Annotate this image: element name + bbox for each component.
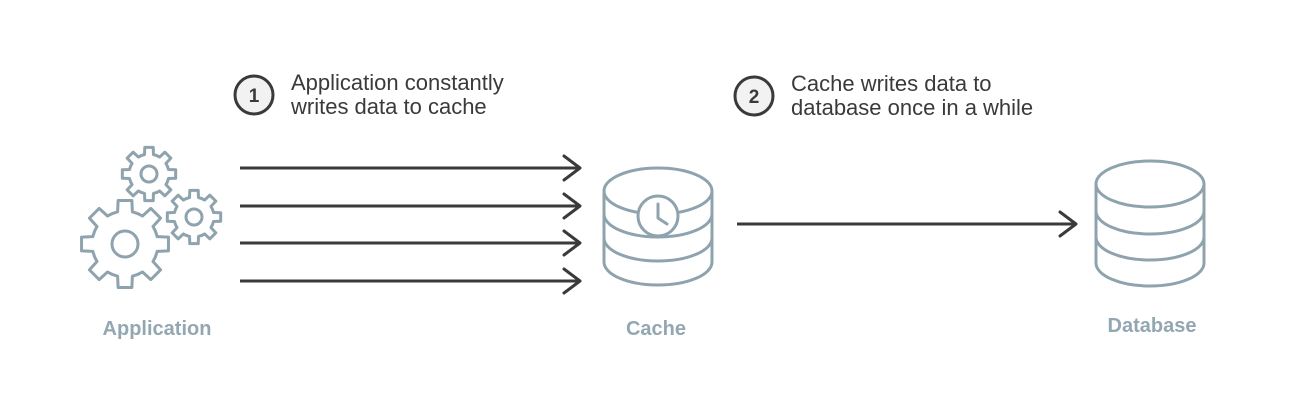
step-2: 2 Cache writes data to database once in …: [733, 71, 1033, 120]
database-label: Database: [1108, 315, 1197, 337]
application-label: Application: [103, 318, 212, 340]
step-2-number: 2: [749, 87, 760, 108]
step-1-text-line1: Application constantly: [291, 70, 504, 95]
database-node: Database: [1094, 159, 1206, 337]
cache-label: Cache: [626, 318, 686, 340]
step-1: 1 Application constantly writes data to …: [233, 70, 504, 119]
gears-icon: [80, 145, 223, 289]
step-2-text-line1: Cache writes data to: [791, 71, 992, 96]
step-2-badge: [733, 75, 775, 117]
database-clock-icon: [602, 166, 714, 287]
step-2-text-line2: database once in a while: [791, 95, 1033, 120]
step-1-text-line2: writes data to cache: [290, 94, 487, 119]
application-node: Application: [80, 145, 223, 340]
step-1-badge: [233, 74, 275, 116]
database-icon: [1094, 159, 1206, 288]
cache-node: Cache: [602, 166, 714, 340]
write-arrows: [240, 154, 582, 295]
step-1-number: 1: [249, 86, 260, 107]
